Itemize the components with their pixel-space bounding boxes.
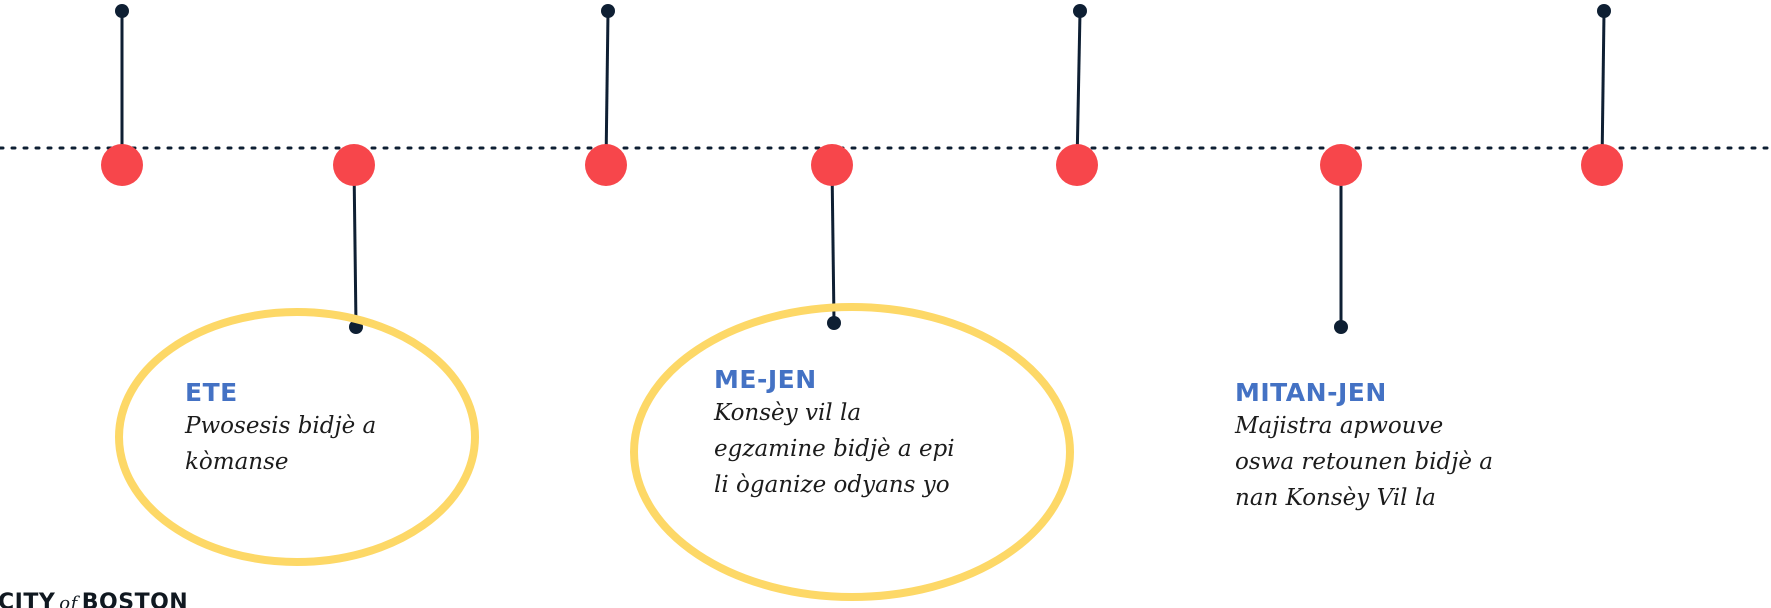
timeline-marker-5 — [1056, 144, 1098, 186]
stage-description-line: oswa retounen bidjè a — [1235, 449, 1493, 475]
stem-end-dot-6 — [827, 316, 841, 330]
logo-text-of: of — [59, 593, 78, 608]
stage-description-line: kòmanse — [185, 449, 289, 475]
stage-heading: MITAN-JEN — [1235, 378, 1387, 407]
stem-down-1 — [352, 164, 358, 327]
stage-heading: ETE — [185, 378, 238, 407]
stage-description-line: Pwosesis bidjè a — [185, 413, 377, 439]
stem-up-2 — [604, 11, 610, 166]
timeline-marker-4 — [811, 144, 853, 186]
stem-down-2 — [830, 164, 836, 323]
stage-caption-mitan-jen: MITAN-JEN Majistra apwouve oswa retounen… — [1235, 378, 1575, 516]
stem-end-dot-4 — [1597, 4, 1611, 18]
timeline-marker-6 — [1320, 144, 1362, 186]
stage-description-line: Majistra apwouve — [1235, 413, 1444, 439]
logo-text-city: CITY — [0, 590, 56, 608]
highlight-ellipse-me-jen — [630, 303, 1074, 601]
stage-caption-me-jen: ME-JEN Konsèy vil la egzamine bidjè a ep… — [714, 365, 1034, 503]
timeline-marker-1 — [101, 144, 143, 186]
stem-up-4 — [1600, 11, 1606, 166]
stem-up-3 — [1075, 11, 1082, 166]
logo-text-boston: BOSTON — [81, 590, 189, 608]
stage-description-line: nan Konsèy Vil la — [1235, 485, 1436, 511]
highlight-ellipse-ete — [115, 308, 479, 566]
stage-description-line: Konsèy vil la — [714, 400, 862, 426]
stem-end-dot-1 — [115, 4, 129, 18]
stage-heading: ME-JEN — [714, 365, 817, 394]
timeline-marker-7 — [1581, 144, 1623, 186]
stage-description-line: egzamine bidjè a epi — [714, 436, 955, 462]
stage-description-line: li òganize odyans yo — [714, 472, 950, 498]
stem-end-dot-7 — [1334, 320, 1348, 334]
timeline-marker-2 — [333, 144, 375, 186]
timeline-marker-3 — [585, 144, 627, 186]
stem-end-dot-2 — [601, 4, 615, 18]
stage-caption-ete: ETE Pwosesis bidjè a kòmanse — [185, 378, 485, 480]
stem-end-dot-3 — [1073, 4, 1087, 18]
